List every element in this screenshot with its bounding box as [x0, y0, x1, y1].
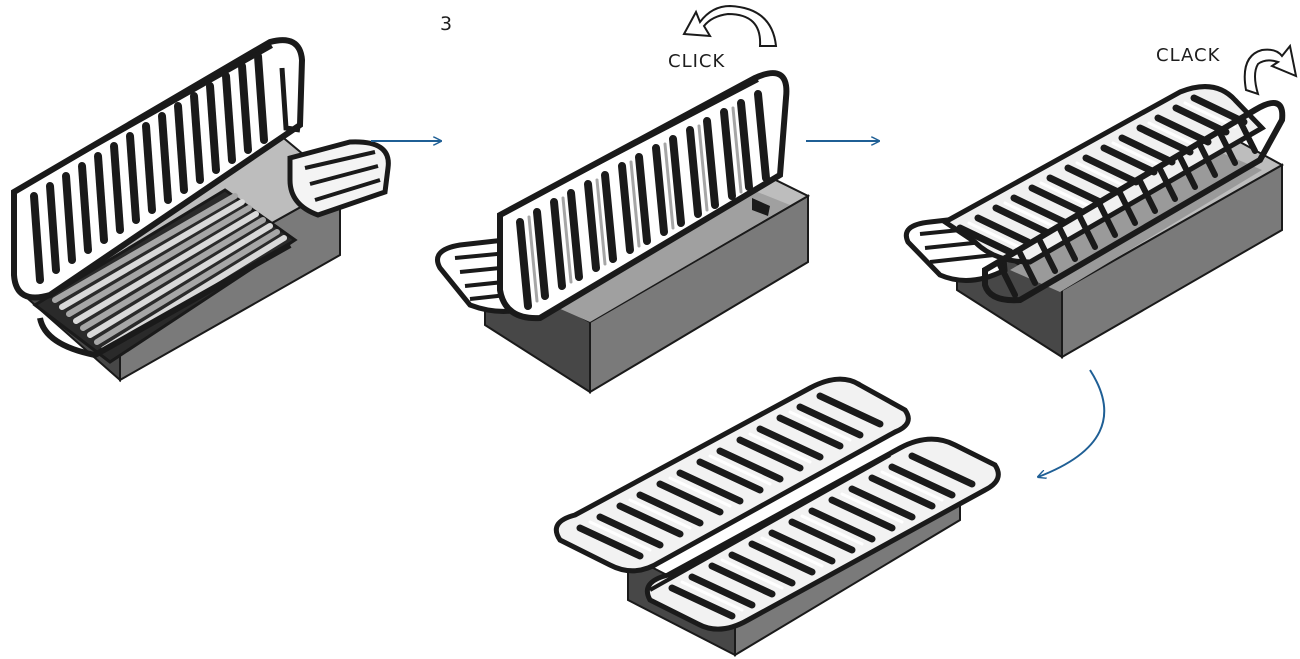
curved-rotate-arrow-icon: [1243, 43, 1298, 96]
hinge-icon: [752, 198, 770, 216]
clack-label: CLACK: [1156, 45, 1221, 66]
front-rail: [37, 242, 292, 359]
sofa-step-1: [11, 37, 391, 383]
backrest-frame: [982, 99, 1286, 304]
seat-slats: [52, 193, 287, 352]
bed-back-slats: [576, 392, 884, 560]
sofa-step-4: [553, 376, 1001, 657]
backrest-slats: [30, 52, 268, 284]
sofa-step-3: [903, 84, 1286, 359]
curved-rotate-arrow-icon: [682, 4, 778, 47]
curved-arrow-down-left-icon: [1038, 369, 1106, 477]
armrest-frame: [287, 139, 391, 218]
click-label: CLICK: [668, 51, 726, 72]
bed-front-slats: [668, 452, 976, 620]
backrest-slats: [516, 90, 770, 310]
deck-slats: [956, 94, 1248, 256]
sofa-step-2: [435, 70, 811, 394]
step-number: 3: [440, 13, 454, 35]
